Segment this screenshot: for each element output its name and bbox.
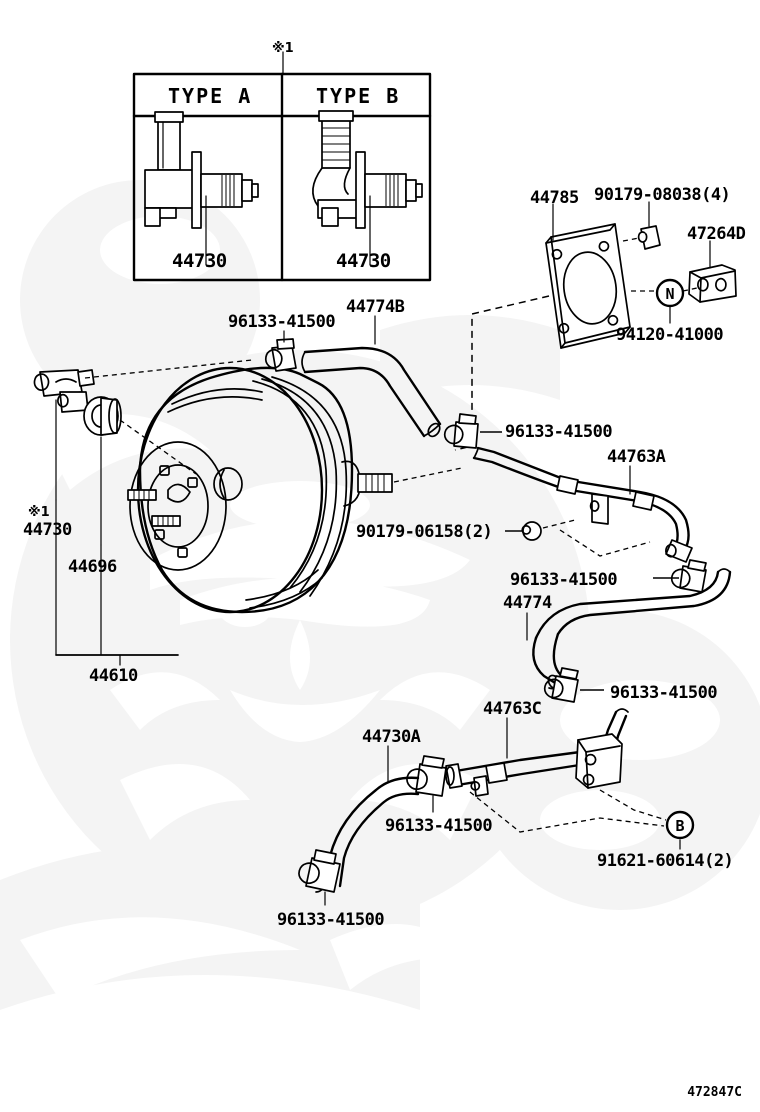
part-label-90179-08038-4-: 90179-08038(4)	[594, 185, 731, 205]
part-label-44785: 44785	[530, 188, 579, 208]
part-label-90179-06158-2-: 90179-06158(2)	[356, 522, 493, 542]
clamp-96133-44730a	[406, 755, 447, 813]
clamp-96133-right	[653, 559, 707, 593]
check-valve-44730-left	[33, 369, 95, 501]
clamp-96133-mid	[443, 413, 502, 449]
nut-90179-08038	[622, 201, 661, 250]
clamp-96133-low	[543, 667, 604, 703]
brake-booster-44610	[127, 366, 463, 614]
hose-44774b	[301, 315, 442, 438]
route-91621-dashed	[469, 789, 681, 850]
part-label-96133-41500: 96133-41500	[385, 816, 493, 836]
part-label-96133-41500: 96133-41500	[610, 683, 718, 703]
part-label-44763c: 44763C	[483, 699, 542, 719]
type-a-header: TYPE A	[168, 84, 253, 108]
part-label-91621-60614-2-: 91621-60614(2)	[597, 851, 734, 871]
assembly-route-dashed	[454, 295, 550, 451]
part-label-47264d: 47264D	[687, 224, 746, 244]
leader-94120	[631, 287, 698, 324]
route-44763a-lower	[559, 529, 651, 557]
part-label-44610: 44610	[89, 666, 138, 686]
leader-check-valve	[84, 359, 253, 379]
figure-code: 472847C	[687, 1085, 742, 1100]
booster-studs	[127, 489, 181, 527]
part-label-44696: 44696	[68, 557, 117, 577]
clip-47264d	[688, 240, 737, 303]
type-b-header: TYPE B	[316, 84, 401, 108]
part-label-96133-41500: 96133-41500	[228, 312, 336, 332]
part-label-96133-41500: 96133-41500	[277, 910, 385, 930]
note-marker-top: ※1	[272, 41, 294, 56]
part-label-94120-41000: 94120-41000	[616, 325, 724, 345]
bubble-letter-b: B	[675, 817, 684, 835]
gasket-plate-44785	[545, 203, 631, 349]
type-a-part-number: 44730	[172, 250, 227, 272]
pipe-44763c	[445, 708, 629, 797]
clamp-96133-bottom	[298, 849, 341, 906]
part-label-44730a: 44730A	[362, 727, 421, 747]
bracket-lines-left	[55, 499, 179, 666]
type-b-part-number: 44730	[336, 250, 391, 272]
pipe-44763a	[472, 446, 693, 563]
part-label-44774: 44774	[503, 593, 552, 613]
part-label-44730: 44730	[23, 520, 72, 540]
type-b-valve-drawing	[312, 110, 423, 266]
grommet-90179-06158	[505, 519, 576, 541]
bubble-letter-n: N	[665, 285, 674, 303]
part-label-44774b: 44774B	[346, 297, 405, 317]
type-a-valve-drawing	[144, 111, 259, 266]
part-label-96133-41500: 96133-41500	[505, 422, 613, 442]
grommet-44696	[83, 396, 197, 546]
note-marker-left: ※1	[28, 505, 50, 520]
clamp-96133-top	[264, 330, 297, 372]
part-label-96133-41500: 96133-41500	[510, 570, 618, 590]
part-label-44763a: 44763A	[607, 447, 666, 467]
